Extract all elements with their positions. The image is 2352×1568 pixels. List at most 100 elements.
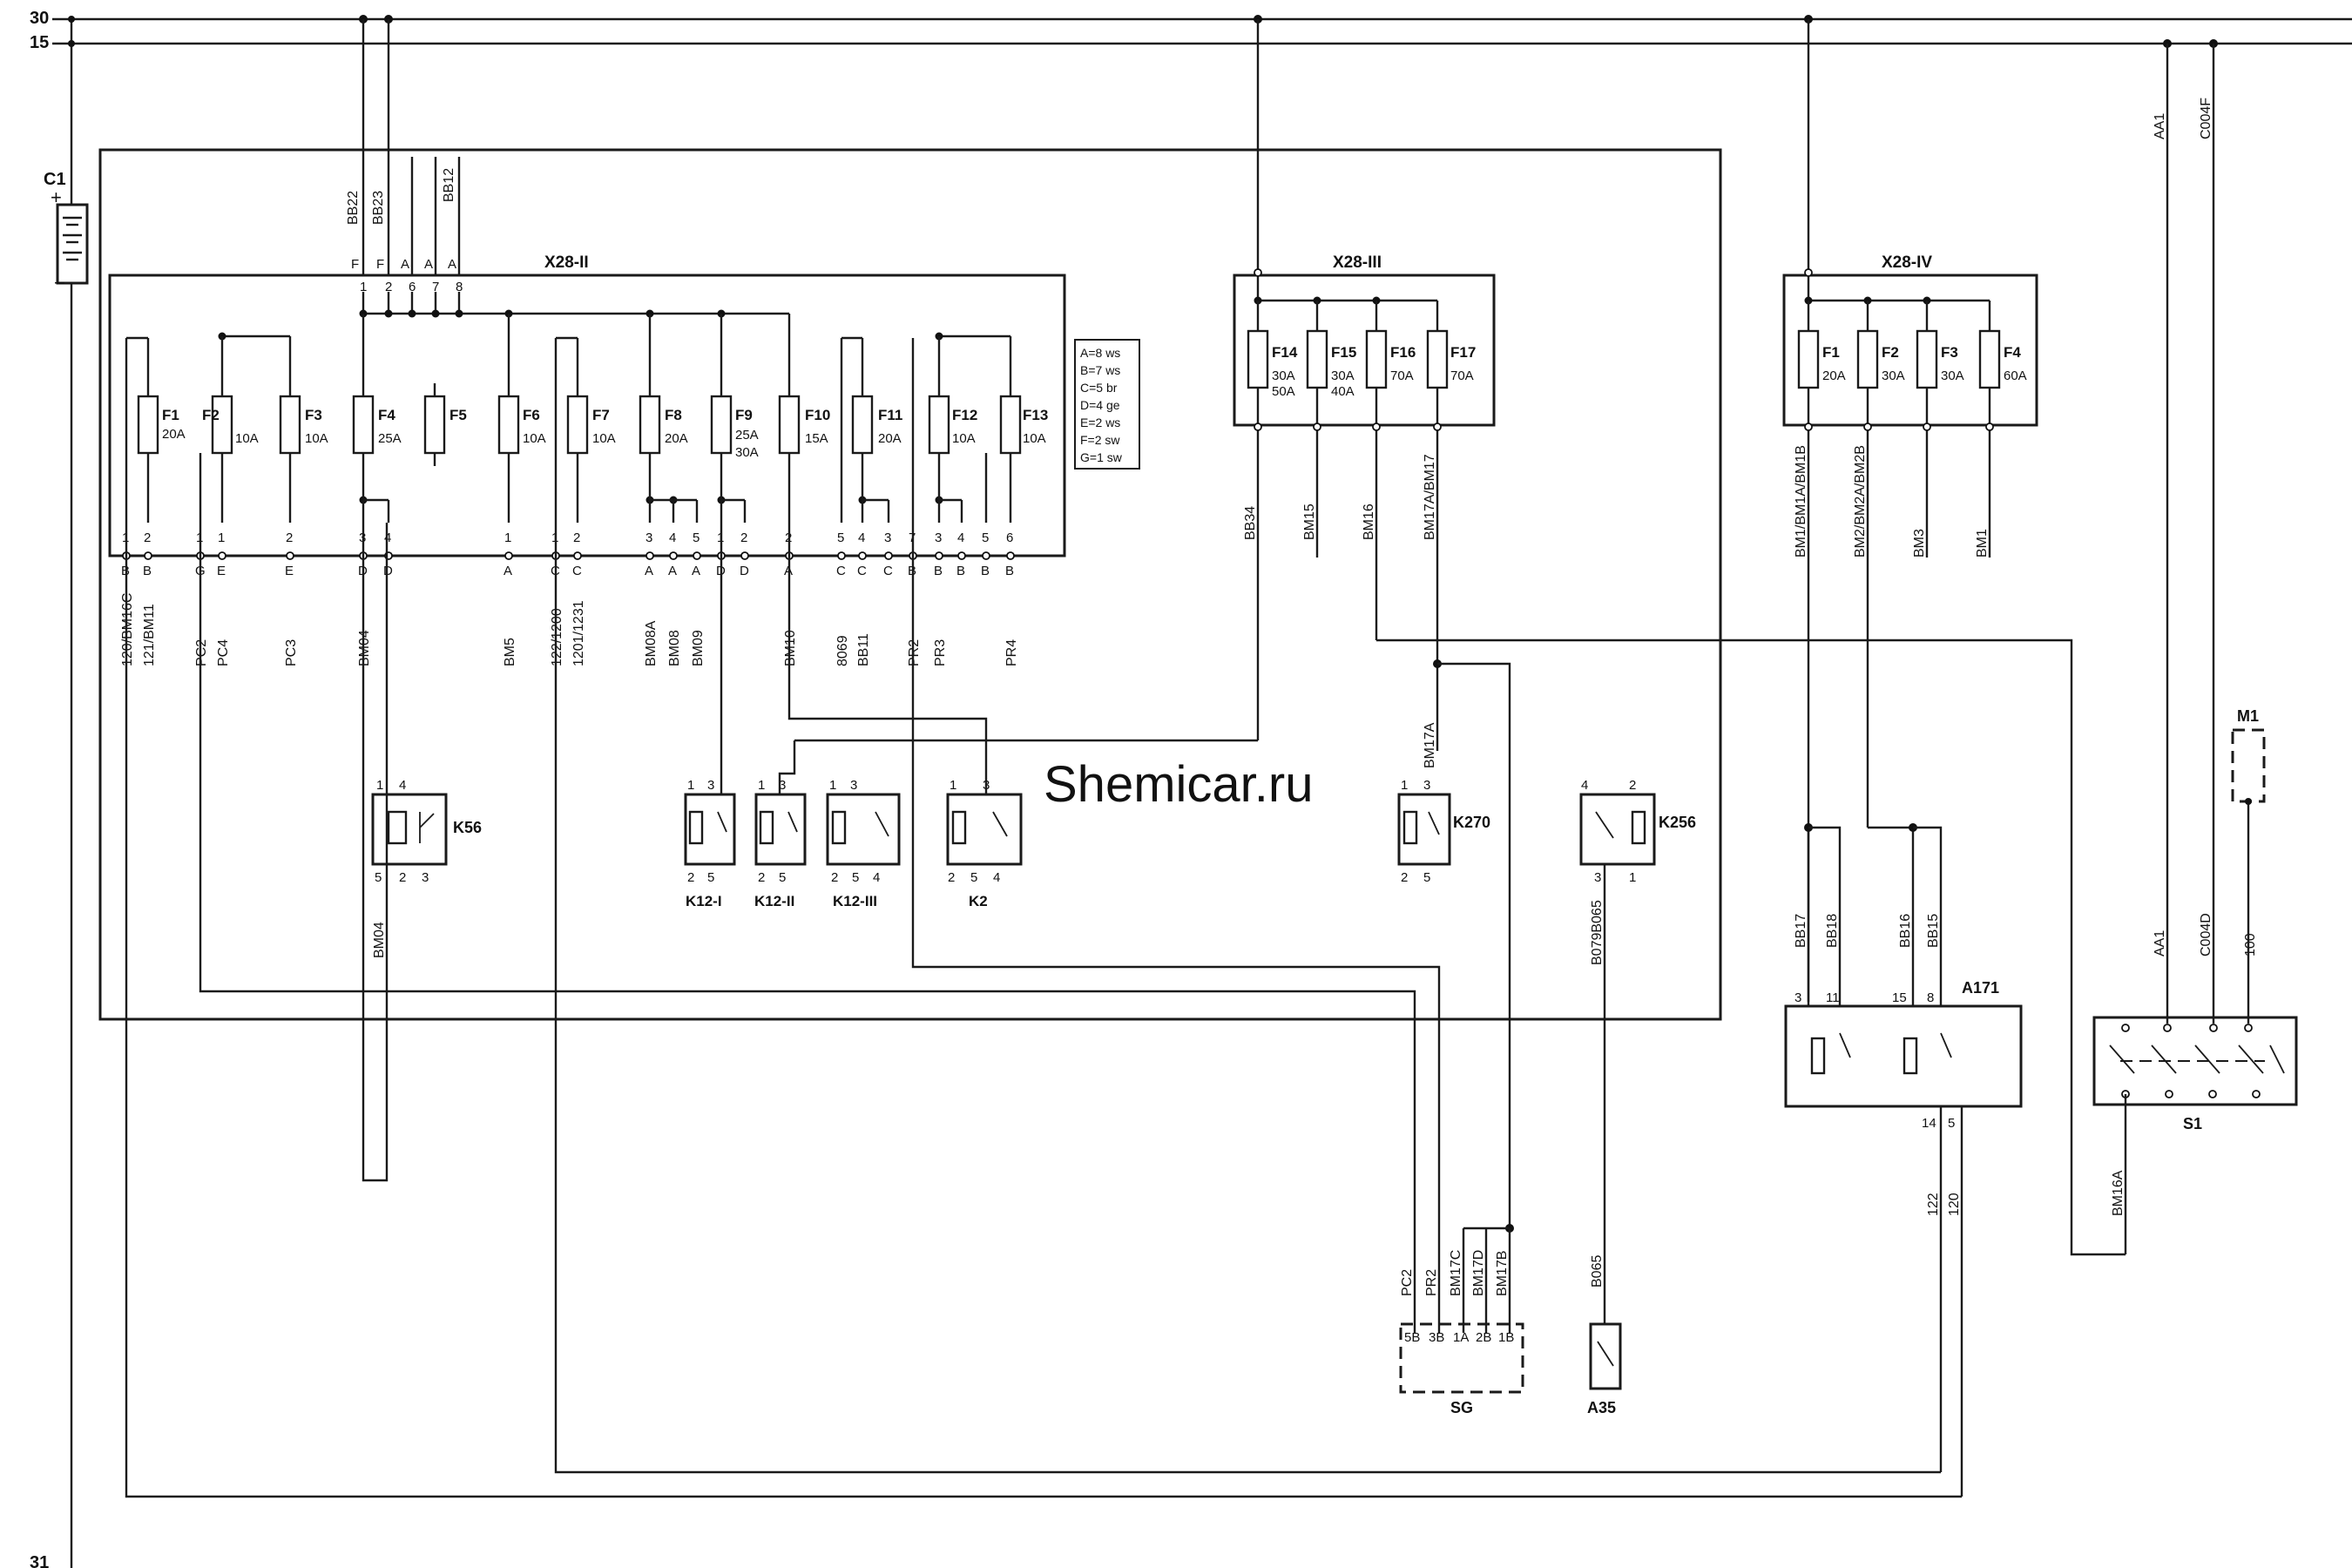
x28-4-f4-rating: 60A — [2004, 368, 2027, 383]
sg-wire-pc2: PC2 — [1400, 1269, 1415, 1296]
x28-3-wire-bm16: BM16 — [1362, 504, 1376, 540]
x28-2-fuse-f10-rating: 15A — [805, 431, 828, 446]
k256-pin-4: 4 — [1581, 778, 1588, 793]
k56-pin-2: 2 — [399, 870, 406, 885]
sg-pin-1b: 1B — [1498, 1330, 1514, 1345]
x28-2-bottom-terminal — [693, 551, 701, 560]
relay-k12-2: K12-II 1 3 2 5 — [754, 778, 807, 909]
x28-2-top-letter-5: A — [448, 257, 456, 272]
a171-wire-122: 122 — [1926, 1193, 1941, 1216]
sg-wire-bm17b: BM17B — [1495, 1251, 1510, 1296]
motor-m1: M1 — [2231, 707, 2266, 1024]
x28-2-fuse-f12 — [928, 395, 950, 455]
a171-pin-15: 15 — [1892, 990, 1907, 1005]
relay-k12-3: K12-III 1 3 2 5 4 — [826, 778, 901, 909]
x28-2-bottom-pin-letter: A — [504, 564, 512, 578]
x28-2-bottom-terminal — [218, 551, 226, 560]
k270-pin-3: 3 — [1423, 778, 1430, 793]
rail-30-label: 30 — [30, 9, 49, 28]
x28-2-bottom-pin-letter: E — [285, 564, 294, 578]
k12-2-pin-1: 1 — [758, 778, 765, 793]
x28-2-bottom-pin-num: 5 — [837, 531, 844, 545]
x28-2-fuse-f2 — [211, 395, 233, 455]
x28-2-fuse-f11-name: F11 — [878, 407, 902, 423]
x28-2-bottom-pin-num: 5 — [982, 531, 989, 545]
x28-3-wire-bb34: BB34 — [1243, 506, 1258, 540]
x28-2-fuse-f12-rating: 10A — [952, 431, 976, 446]
x28-4-wire-bm1b: BM1 — [1975, 529, 1990, 558]
k2-pin-4: 4 — [993, 870, 1000, 885]
x28-2-bottom-wire: BM08 — [667, 630, 682, 666]
a35-label: A35 — [1587, 1399, 1616, 1416]
x28-2-top-wire-5: BB12 — [442, 168, 456, 202]
sg-pin-1a: 1A — [1453, 1330, 1469, 1345]
wire-bm04-lower: BM04 — [372, 922, 387, 958]
x28-2-bottom-pin-num: 3 — [935, 531, 942, 545]
x28-2-top-letter-4: A — [424, 257, 433, 272]
x28-2-bottom-terminal — [573, 551, 582, 560]
x28-2-bottom-pin-num: 4 — [957, 531, 964, 545]
k12-1-pin-3: 3 — [707, 778, 714, 793]
x28-2-bottom-wire: 121/BM11 — [142, 604, 157, 666]
x28-2-bottom-terminal — [935, 551, 943, 560]
x28-2-fuse-f1 — [137, 395, 159, 455]
x28-2-bottom-pin-letter: A — [645, 564, 653, 578]
x28-2-bottom-pin-num: 3 — [645, 531, 652, 545]
x28-2-fuse-f3-rating: 10A — [305, 431, 328, 446]
x28-2-fuse-f5 — [423, 395, 446, 455]
x28-2-bottom-wire: PR4 — [1004, 639, 1019, 666]
k12-2-pin-3: 3 — [779, 778, 786, 793]
battery-plus: + — [51, 186, 62, 208]
x28-3-wire-bm15: BM15 — [1302, 504, 1317, 540]
k12-1-pin-2: 2 — [687, 870, 694, 885]
x28-2-fuse-f9-rating: 25A — [735, 428, 759, 443]
x28-2-bottom-wire: BM10 — [783, 630, 798, 666]
wire-100: 100 — [2243, 933, 2258, 956]
x28-2-bottom-pin-letter: E — [217, 564, 226, 578]
rail-15-label: 15 — [30, 33, 49, 52]
k270-pin-1: 1 — [1401, 778, 1408, 793]
x28-2-bottom-pin-letter: C — [883, 564, 893, 578]
x28-2-fuse-f3 — [279, 395, 301, 455]
x28-2-bottom-pins: 1B120/BM16C2B121/BM111GPC21EPC42EPC33DBM… — [120, 531, 1019, 666]
sg-pin-2b: 2B — [1476, 1330, 1491, 1345]
x28-2-top-wire-1: BB22 — [346, 191, 361, 225]
battery-c1: C1 + − — [44, 19, 89, 1568]
x28-4-f2-name: F2 — [1882, 344, 1899, 361]
x28-2-bottom-terminal — [286, 551, 294, 560]
x28-2-bottom-pin-num: 3 — [884, 531, 891, 545]
x28-2-bottom-wire: 120/BM16C — [120, 593, 135, 667]
x28-3-fuse-f14 — [1247, 329, 1269, 389]
k12-3-pin-2: 2 — [831, 870, 838, 885]
sensor-a35: A35 — [1587, 1322, 1622, 1416]
k2-pin-1: 1 — [950, 778, 956, 793]
relay-k2: K2 1 3 2 5 4 — [946, 778, 1023, 909]
x28-3-f15-rating-2: 40A — [1331, 384, 1355, 399]
watermark: Shemicar.ru — [1044, 756, 1313, 813]
k12-3-label: K12-III — [833, 893, 877, 909]
k12-3-pin-1: 1 — [829, 778, 836, 793]
k12-1-label: K12-I — [686, 893, 722, 909]
x28-2-top-num-2: 2 — [385, 280, 392, 294]
x28-2-bottom-terminal — [144, 551, 152, 560]
k270-pin-2: 2 — [1401, 870, 1408, 885]
k256-pin-3: 3 — [1594, 870, 1601, 885]
k12-2-label: K12-II — [754, 893, 794, 909]
x28-2-top-letter-1: F — [351, 257, 359, 272]
x28-2-bottom-wire: PC4 — [216, 639, 231, 666]
k56-pin-1: 1 — [376, 778, 383, 793]
x28-2-bottom-wire: 1201/1231 — [571, 600, 586, 666]
x28-2-bottom-pin-num: 6 — [1006, 531, 1013, 545]
x28-2-fuse-f6-name: F6 — [523, 407, 540, 423]
k12-3-pin-5: 5 — [852, 870, 859, 885]
x28-2-top-num-4: 7 — [432, 280, 439, 294]
legend-line-5: E=2 ws — [1080, 416, 1120, 429]
x28-2-fuse-f7-rating: 10A — [592, 431, 616, 446]
x28-2-bottom-terminal — [957, 551, 966, 560]
x28-2-bottom-wire: BM09 — [691, 630, 706, 666]
x28-3-f14-rating-2: 50A — [1272, 384, 1295, 399]
sg-wire-pr2: PR2 — [1424, 1269, 1439, 1296]
k12-2-pin-5: 5 — [779, 870, 786, 885]
k256-pin-2: 2 — [1629, 778, 1636, 793]
k56-pin-3: 3 — [422, 870, 429, 885]
